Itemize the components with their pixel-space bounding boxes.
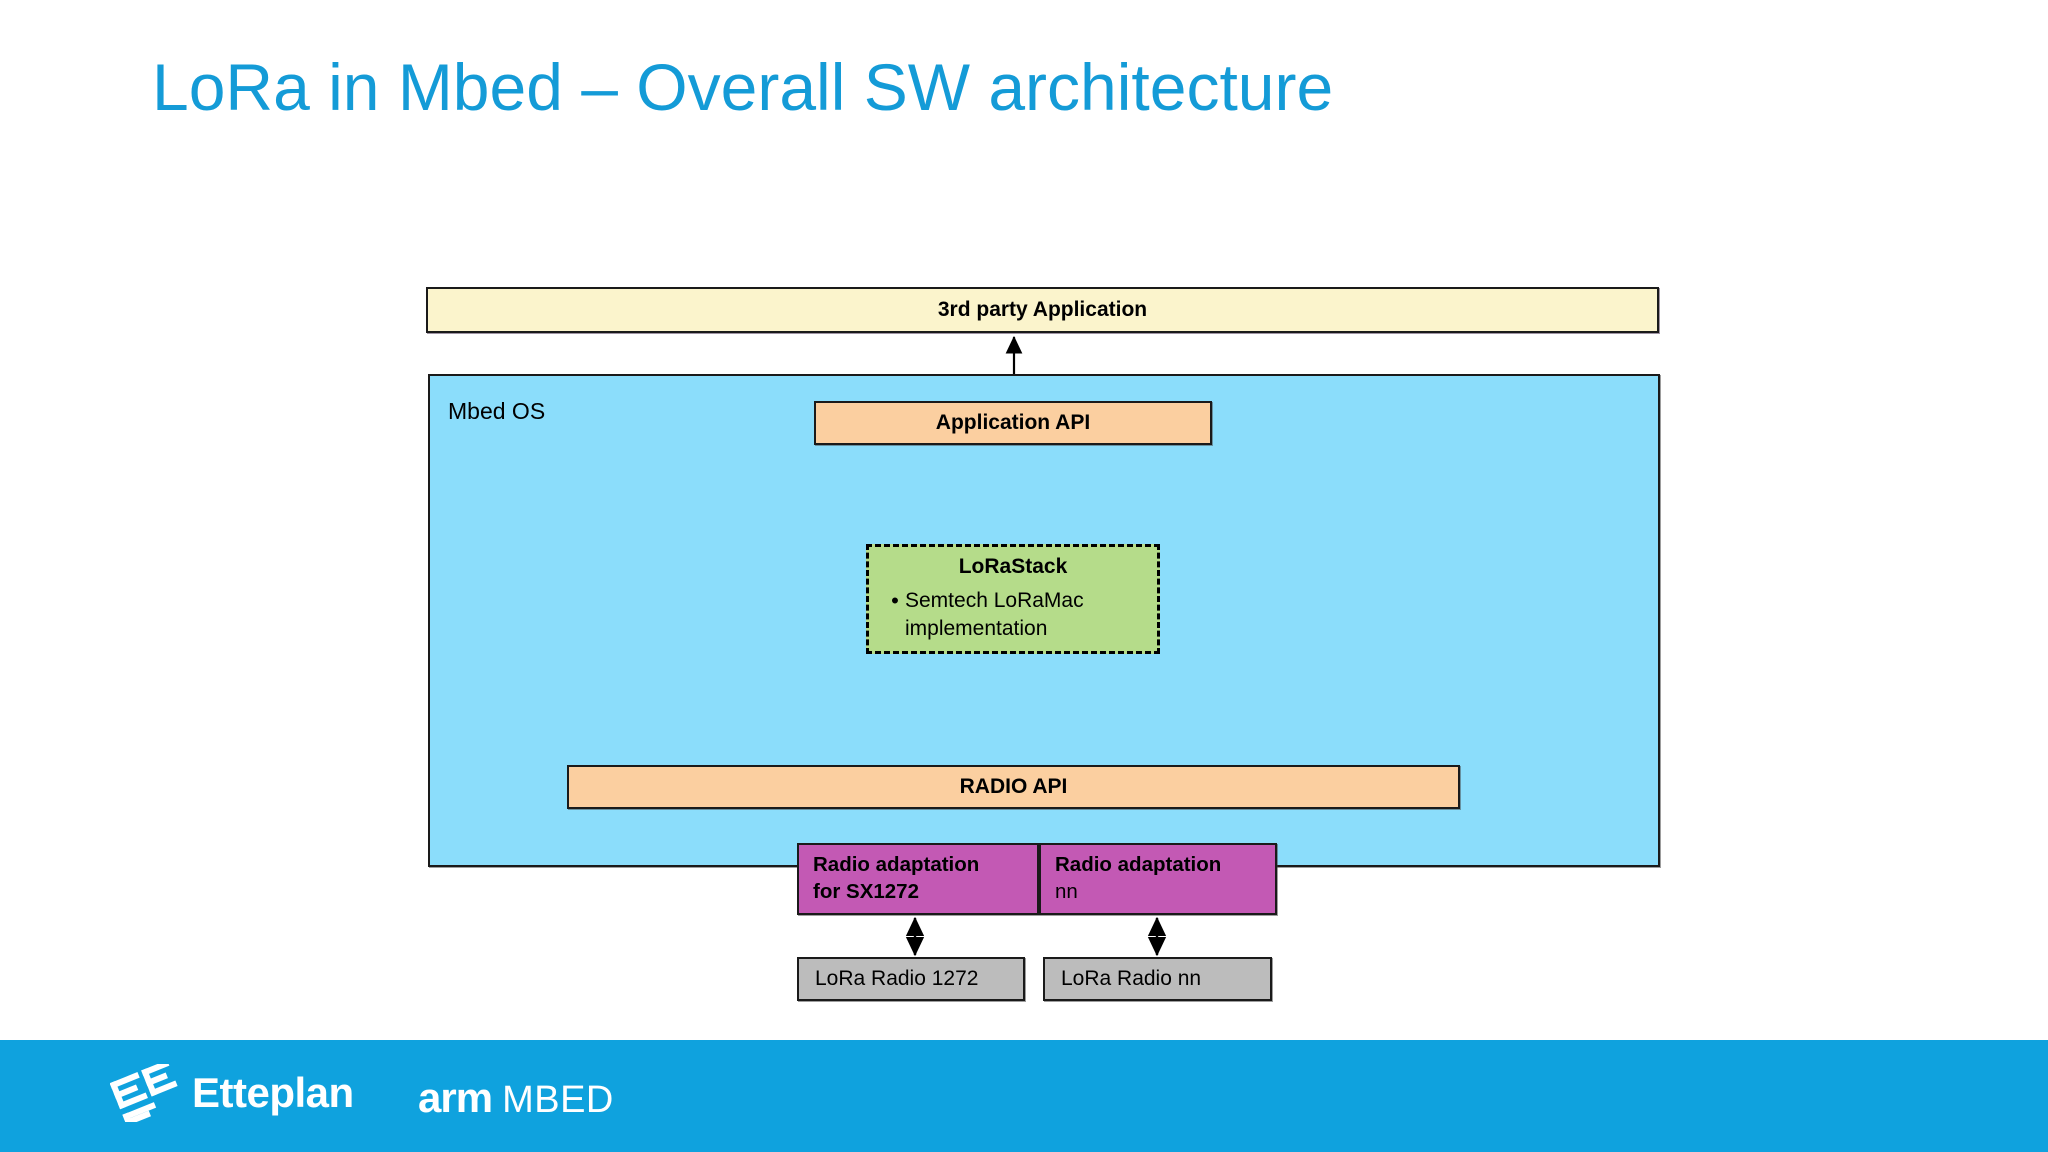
etteplan-logo: Etteplan	[109, 1060, 354, 1126]
etteplan-wordmark: Etteplan	[192, 1069, 354, 1116]
architecture-diagram: 3rd party Application Mbed OS Applicatio…	[426, 287, 1660, 1001]
mbed-wordmark: MBED	[502, 1079, 614, 1121]
radio-adaptation-sx1272-box: Radio adaptation for SX1272	[797, 843, 1039, 915]
footer-bar	[0, 1040, 2048, 1152]
application-api-box: Application API	[814, 401, 1212, 445]
radio-api-box: RADIO API	[567, 765, 1460, 809]
mbed-os-label: Mbed OS	[448, 398, 546, 424]
third-party-application-box: 3rd party Application	[426, 287, 1659, 333]
lora-radio-1272-box: LoRa Radio 1272	[797, 957, 1025, 1001]
bullet-dot-icon: •	[891, 588, 899, 613]
radio-adaptation-nn-line1: Radio adaptation	[1055, 853, 1222, 876]
lorastack-box: LoRaStack • Semtech LoRaMac implementati…	[866, 544, 1160, 654]
radio-adaptation-nn-box: Radio adaptation nn	[1039, 843, 1277, 915]
lorastack-title: LoRaStack	[958, 555, 1068, 578]
lora-radio-nn-box: LoRa Radio nn	[1043, 957, 1272, 1001]
arm-wordmark: arm	[418, 1074, 493, 1121]
arm-mbed-logo: arm MBED	[418, 1074, 614, 1124]
page-title: LoRa in Mbed – Overall SW architecture	[152, 50, 1334, 124]
radio-adaptation-sx1272-line1: Radio adaptation	[813, 853, 980, 876]
lorastack-bullet-text: Semtech LoRaMac implementation	[905, 589, 1084, 640]
etteplan-e-mark-icon	[109, 1060, 184, 1126]
lorastack-bullet-item: • Semtech LoRaMac implementation	[885, 587, 1151, 643]
radio-adaptation-nn-line2: nn	[1055, 880, 1078, 903]
radio-adaptation-sx1272-line2: for SX1272	[813, 880, 919, 903]
